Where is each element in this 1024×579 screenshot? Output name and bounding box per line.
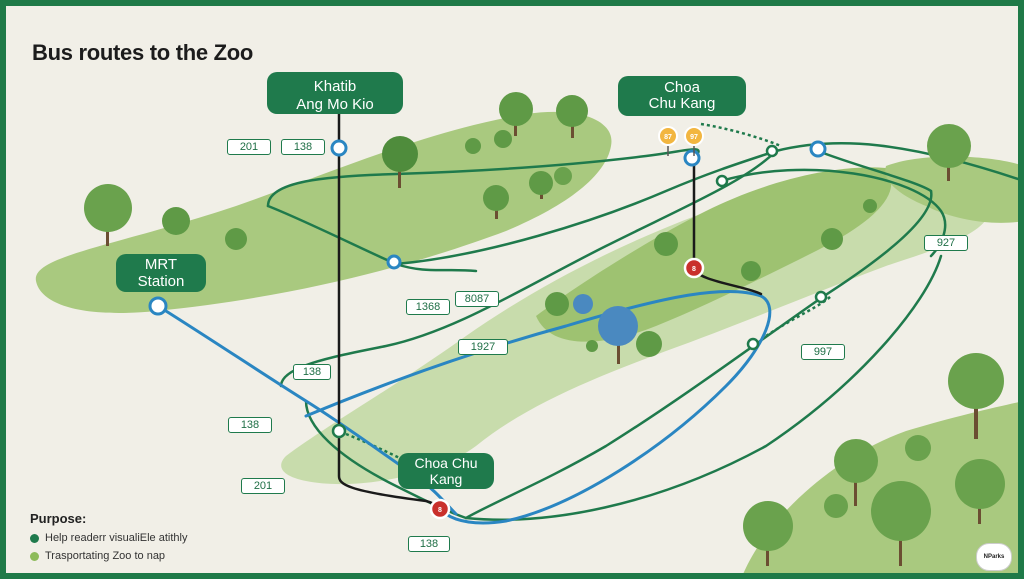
tree-icon [824, 494, 848, 518]
stop-green-1 [715, 174, 729, 188]
tree-icon [573, 294, 593, 314]
tree-icon [741, 261, 761, 281]
tree-icon [586, 340, 598, 352]
land-east [885, 156, 1018, 223]
route-tag: 997 [801, 344, 845, 360]
route-green-5 [774, 142, 1018, 181]
bullet-icon [30, 533, 39, 543]
tree-icon [225, 228, 247, 250]
purpose-item: Help readerr visualiEle atithly [30, 532, 187, 544]
stop-label-line2: Chu Kang [648, 95, 716, 112]
tree-icon [948, 353, 1004, 439]
bullet-icon [30, 551, 39, 561]
route-stops [148, 139, 828, 520]
yellow-pins [658, 126, 704, 156]
tree-icon [382, 136, 418, 188]
stop-label-mrt: MRT Station [116, 254, 206, 292]
stop-junction [331, 423, 347, 439]
stop-label-line2: Station [137, 273, 185, 290]
tree-icon [821, 228, 843, 250]
stop-green-4 [746, 337, 760, 351]
purpose-item: Trasportating Zoo to nap [30, 550, 187, 562]
pin-label-red: 8 [692, 266, 696, 273]
route-tag: 138 [408, 536, 450, 552]
tree-icon [465, 138, 481, 154]
route-map: 87 97 8 8 [35, 92, 1018, 573]
stop-label-line2: Ang Mo Kio [296, 96, 374, 113]
stop-khatib [330, 139, 348, 157]
tree-icon [654, 232, 678, 256]
route-dashed-2 [765, 295, 832, 338]
land-southeast [743, 402, 1018, 573]
stop-label-line1: Choa Chu [414, 455, 478, 471]
tree-icon [636, 331, 662, 357]
stop-label-line1: Khatib [313, 78, 357, 95]
tree-icon [905, 435, 931, 461]
route-tag: 1368 [406, 299, 450, 315]
stop-label-choa-top: Choa Chu Kang [618, 76, 746, 116]
route-dashed-1 [700, 122, 782, 148]
route-green-4 [279, 149, 778, 388]
tree-icon [927, 124, 971, 181]
stop-green-2 [765, 144, 779, 158]
logo-badge: NParks [976, 543, 1012, 571]
stop-label-choa-bottom: Choa Chu Kang [398, 453, 494, 489]
purpose-item-text: Trasportating Zoo to nap [45, 550, 166, 562]
stop-north [386, 254, 402, 270]
tree-icon [545, 292, 569, 316]
tree-icon [598, 306, 638, 364]
tree-icon [556, 95, 588, 138]
pin-label-1: 87 [664, 134, 672, 141]
page-title: Bus routes to the Zoo [32, 40, 254, 65]
tree-icon [84, 184, 132, 246]
route-green-7 [464, 189, 933, 520]
stop-red-mid [683, 257, 705, 279]
route-green-6 [816, 149, 933, 193]
pin-2 [684, 126, 704, 146]
stop-green-3 [814, 290, 828, 304]
pin-label-2: 97 [690, 134, 698, 141]
route-green-3 [394, 149, 778, 266]
tree-icon [955, 459, 1005, 524]
stop-label-khatib: Khatib Ang Mo Kio [267, 72, 403, 114]
pin-1 [658, 126, 678, 146]
land-mid [536, 167, 892, 342]
tree-icon [863, 199, 877, 213]
route-tag: 1927 [458, 339, 508, 355]
tree-icon [743, 501, 793, 566]
tree-icon [499, 92, 533, 136]
tree-icon [162, 207, 190, 235]
purpose-legend: Purpose: Help readerr visualiEle atithly… [30, 511, 187, 562]
tree-icon [554, 167, 572, 185]
route-tag: 201 [227, 139, 271, 155]
stop-label-line1: Choa [664, 79, 700, 96]
purpose-item-text: Help readerr visualiEle atithly [45, 532, 188, 544]
pin-label-zoo: 8 [438, 507, 442, 514]
tree-icon [871, 481, 931, 566]
tree-icon [494, 130, 512, 148]
route-green-9 [464, 254, 943, 521]
route-tag: 201 [241, 478, 285, 494]
purpose-title: Purpose: [30, 511, 87, 526]
route-tag: 138 [281, 139, 325, 155]
route-green-1 [266, 148, 700, 208]
route-tag: 138 [228, 417, 272, 433]
stop-east [809, 140, 827, 158]
tree-icon [834, 439, 878, 506]
trees [84, 92, 1005, 566]
route-tag: 138 [293, 364, 331, 380]
route-tag: 927 [924, 235, 968, 251]
stop-choa-top [683, 149, 701, 167]
stop-label-line2: Kang [429, 471, 463, 487]
stop-red-zoo [429, 498, 451, 520]
stop-label-line1: MRT [144, 256, 178, 273]
tree-icon [483, 185, 509, 219]
stop-mrt [148, 296, 168, 316]
route-tag: 8087 [455, 291, 499, 307]
tree-icon [529, 171, 553, 199]
